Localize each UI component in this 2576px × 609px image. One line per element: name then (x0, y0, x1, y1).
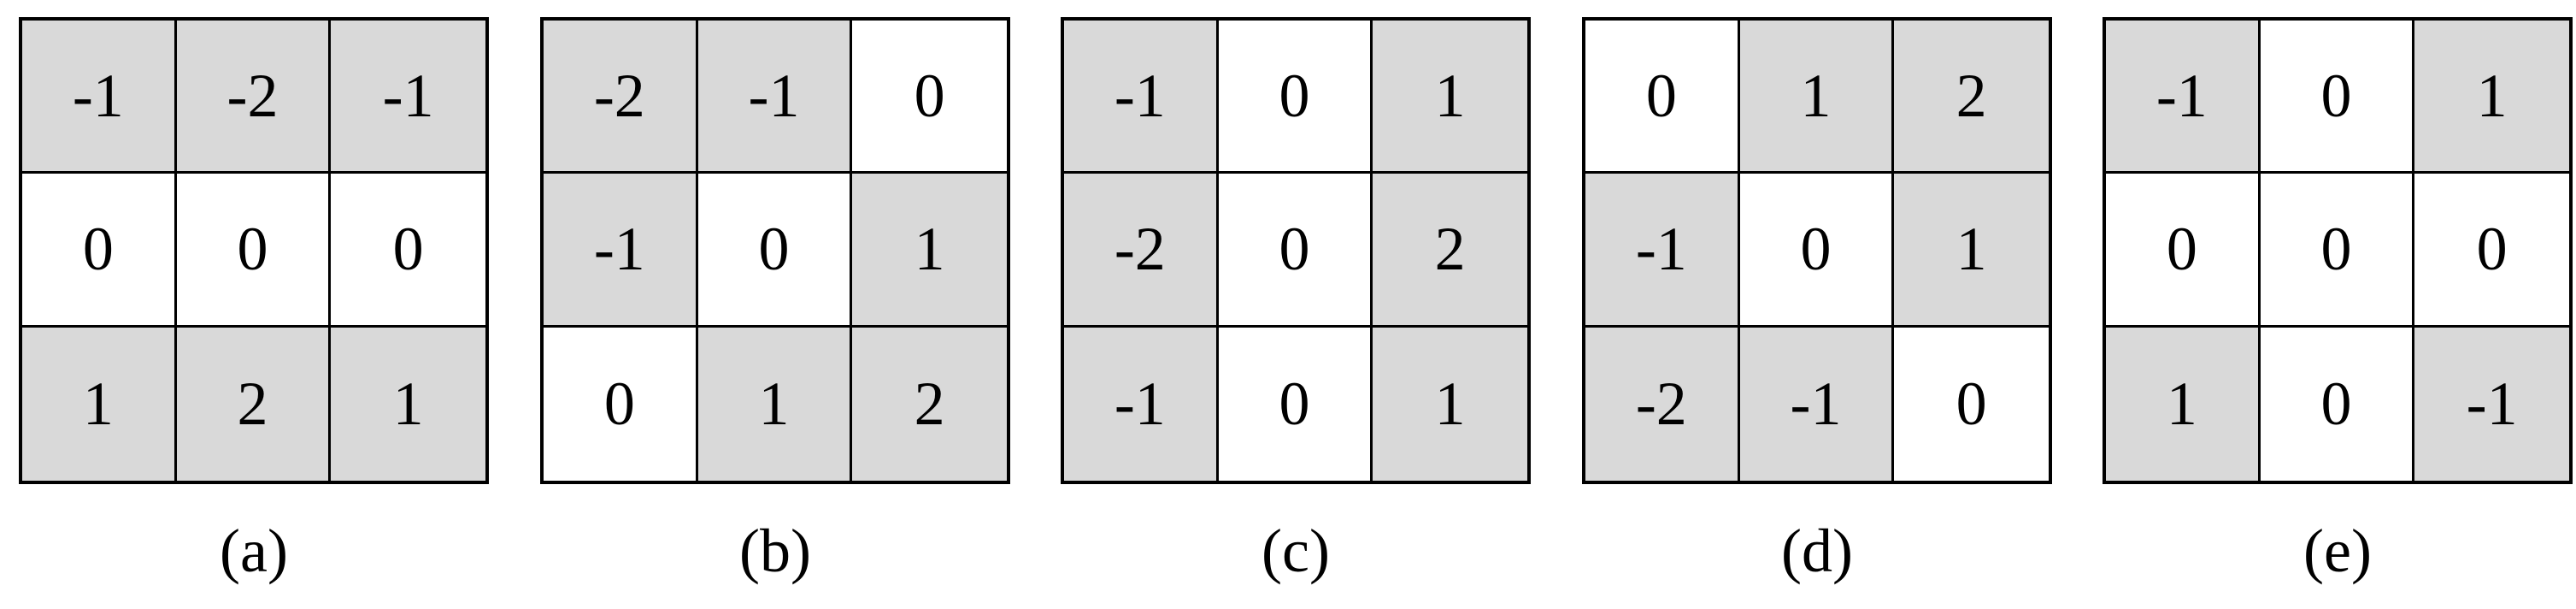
kernel-grid: -1 -2 -1 0 0 0 1 2 1 (19, 17, 489, 484)
panel-caption: (b) (739, 517, 811, 585)
kernel-cell: -1 (1064, 327, 1219, 481)
kernel-cell: 1 (852, 174, 1007, 328)
kernel-grid: 0 1 2 -1 0 1 -2 -1 0 (1582, 17, 2052, 484)
kernel-panel-d: 0 1 2 -1 0 1 -2 -1 0 (d) (1582, 17, 2052, 582)
kernel-cell: 0 (1218, 174, 1373, 328)
kernel-cell: 0 (2260, 327, 2415, 481)
kernel-cell: 0 (1585, 21, 1740, 174)
kernel-cell: 0 (852, 21, 1007, 174)
kernel-cell: 0 (1739, 174, 1895, 328)
kernel-cell: -1 (1739, 327, 1895, 481)
panel-caption: (d) (1781, 517, 1853, 585)
kernel-cell: 1 (22, 327, 177, 481)
kernel-cell: 1 (1373, 21, 1527, 174)
kernel-cell: 0 (1894, 327, 2049, 481)
kernel-cell: -2 (176, 21, 332, 174)
kernel-cell: 0 (2414, 174, 2569, 328)
kernel-cell: -1 (2106, 21, 2261, 174)
kernel-cell: 1 (2106, 327, 2261, 481)
kernel-cell: 1 (1739, 21, 1895, 174)
panel-caption: (e) (2303, 517, 2372, 585)
kernel-cell: 2 (852, 327, 1007, 481)
kernel-cell: 1 (1373, 327, 1527, 481)
kernel-panel-e: -1 0 1 0 0 0 1 0 -1 (e) (2103, 17, 2573, 582)
kernel-cell: -2 (1064, 174, 1219, 328)
kernel-cell: -1 (2414, 327, 2569, 481)
kernel-cell: 0 (22, 174, 177, 328)
kernel-panel-c: -1 0 1 -2 0 2 -1 0 1 (c) (1061, 17, 1531, 582)
kernel-cell: 0 (2106, 174, 2261, 328)
kernel-cell: 0 (697, 174, 853, 328)
kernel-cell: -1 (1064, 21, 1219, 174)
kernel-panel-b: -2 -1 0 -1 0 1 0 1 2 (b) (540, 17, 1010, 582)
kernel-grid: -1 0 1 0 0 0 1 0 -1 (2103, 17, 2573, 484)
kernel-cell: -1 (1585, 174, 1740, 328)
kernel-cell: 2 (176, 327, 332, 481)
kernel-cell: 0 (1218, 327, 1373, 481)
panel-caption: (a) (220, 517, 288, 585)
kernel-cell: 0 (176, 174, 332, 328)
kernel-cell: 0 (544, 327, 698, 481)
kernel-cell: 0 (2260, 174, 2415, 328)
kernel-cell: 0 (2260, 21, 2415, 174)
kernel-cell: 1 (697, 327, 853, 481)
kernel-cell: -1 (697, 21, 853, 174)
kernel-cell: -2 (544, 21, 698, 174)
kernel-cell: -1 (331, 21, 485, 174)
kernel-cell: 1 (1894, 174, 2049, 328)
kernel-cell: -1 (544, 174, 698, 328)
kernel-panel-a: -1 -2 -1 0 0 0 1 2 1 (a) (19, 17, 489, 582)
kernel-cell: 2 (1894, 21, 2049, 174)
panel-caption: (c) (1262, 517, 1330, 585)
kernel-grid: -2 -1 0 -1 0 1 0 1 2 (540, 17, 1010, 484)
kernel-cell: -1 (22, 21, 177, 174)
kernel-cell: 2 (1373, 174, 1527, 328)
kernel-cell: 1 (2414, 21, 2569, 174)
kernel-cell: 1 (331, 327, 485, 481)
kernel-cell: 0 (331, 174, 485, 328)
kernel-cell: -2 (1585, 327, 1740, 481)
kernel-cell: 0 (1218, 21, 1373, 174)
kernel-grid: -1 0 1 -2 0 2 -1 0 1 (1061, 17, 1531, 484)
